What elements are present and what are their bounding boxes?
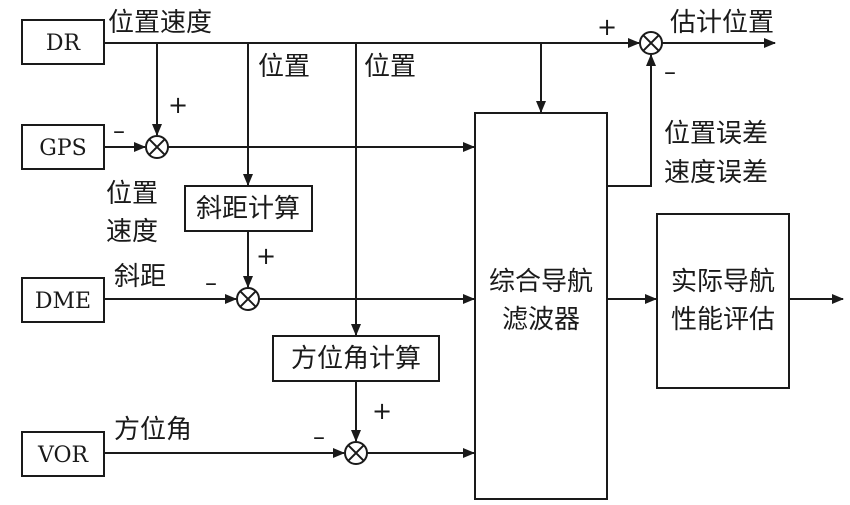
gps-sum-minus-sign: – [113,117,125,145]
slant-range-label: 斜距 [114,262,166,292]
position-label-a: 位置 [258,52,310,82]
position-error-label: 位置误差 [664,119,768,149]
sum-junction-gps [145,135,169,159]
estimated-position-label: 估计位置 [670,8,774,38]
sum-junction-vor [344,441,368,465]
slant-range-calc-block: 斜距计算 [184,185,313,232]
performance-eval-block: 实际导航 性能评估 [656,213,790,389]
filter-label-line1: 综合导航 [489,267,593,297]
gps-velocity-label: 速度 [106,217,158,247]
azimuth-label: 方位角 [114,415,192,445]
dr-label: DR [46,31,82,56]
velocity-error-label: 速度误差 [664,158,768,188]
eval-label-line2: 性能评估 [671,305,775,335]
gps-sum-plus-sign: + [168,91,188,119]
vor-label: VOR [37,443,90,468]
filter-label-line2: 滤波器 [502,305,580,335]
integrated-filter-block: 综合导航 滤波器 [474,112,608,500]
gps-block: GPS [21,124,105,170]
signal-lines [104,38,844,458]
pos-vel-label: 位置速度 [108,8,212,38]
gps-position-label: 位置 [106,179,158,209]
sum-junction-dme [236,287,260,311]
position-label-b: 位置 [364,52,416,82]
vor-block: VOR [21,431,105,477]
top-sum-plus-sign: + [597,13,617,41]
vor-sum-plus-sign: + [372,397,392,425]
dr-block: DR [21,19,105,65]
dme-block: DME [21,277,105,323]
vor-sum-minus-sign: – [313,423,325,451]
sum-junction-top [639,31,663,55]
azimuth-calc-block: 方位角计算 [272,335,440,382]
azimuth-calc-label: 方位角计算 [291,344,421,374]
dme-sum-minus-sign: – [205,269,217,297]
dme-sum-plus-sign: + [256,242,276,270]
error-feedback-line [607,54,656,187]
gps-label: GPS [39,136,86,161]
eval-label-line1: 实际导航 [671,267,775,297]
top-sum-minus-sign: – [664,58,676,86]
slant-range-calc-label: 斜距计算 [196,194,300,224]
dme-label: DME [35,289,91,314]
